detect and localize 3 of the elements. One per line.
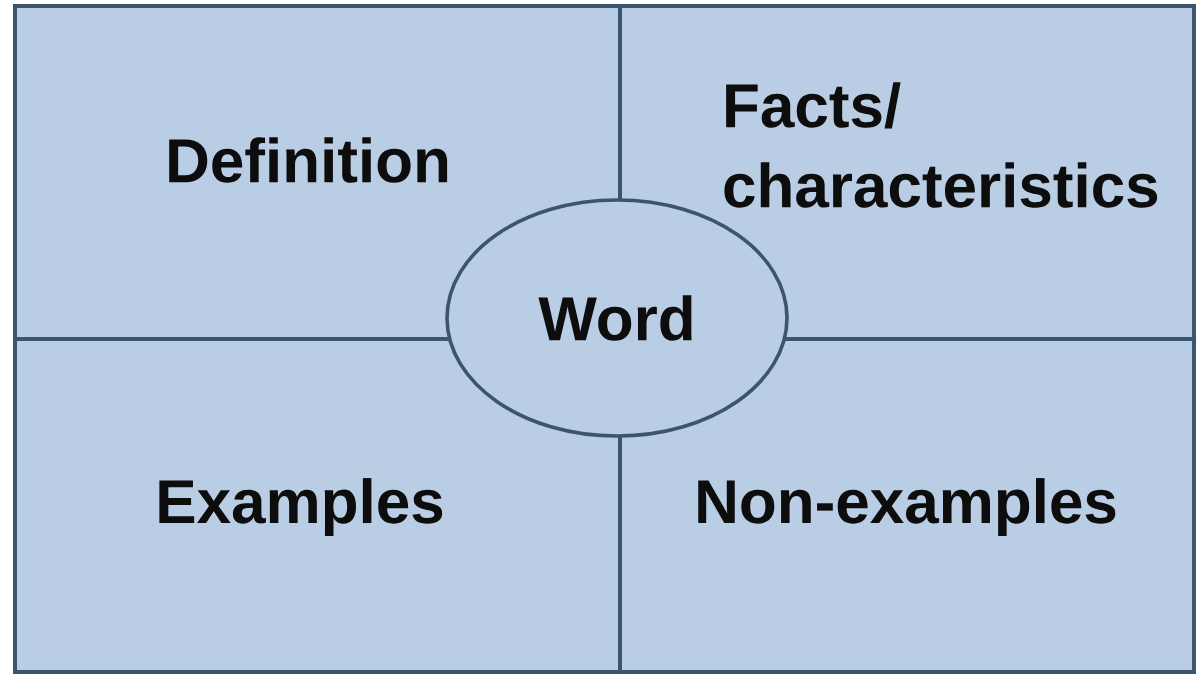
box-label: Definition	[169, 137, 448, 183]
box-label: Non-examples	[698, 478, 1116, 536]
box-label: Examples	[159, 478, 443, 536]
